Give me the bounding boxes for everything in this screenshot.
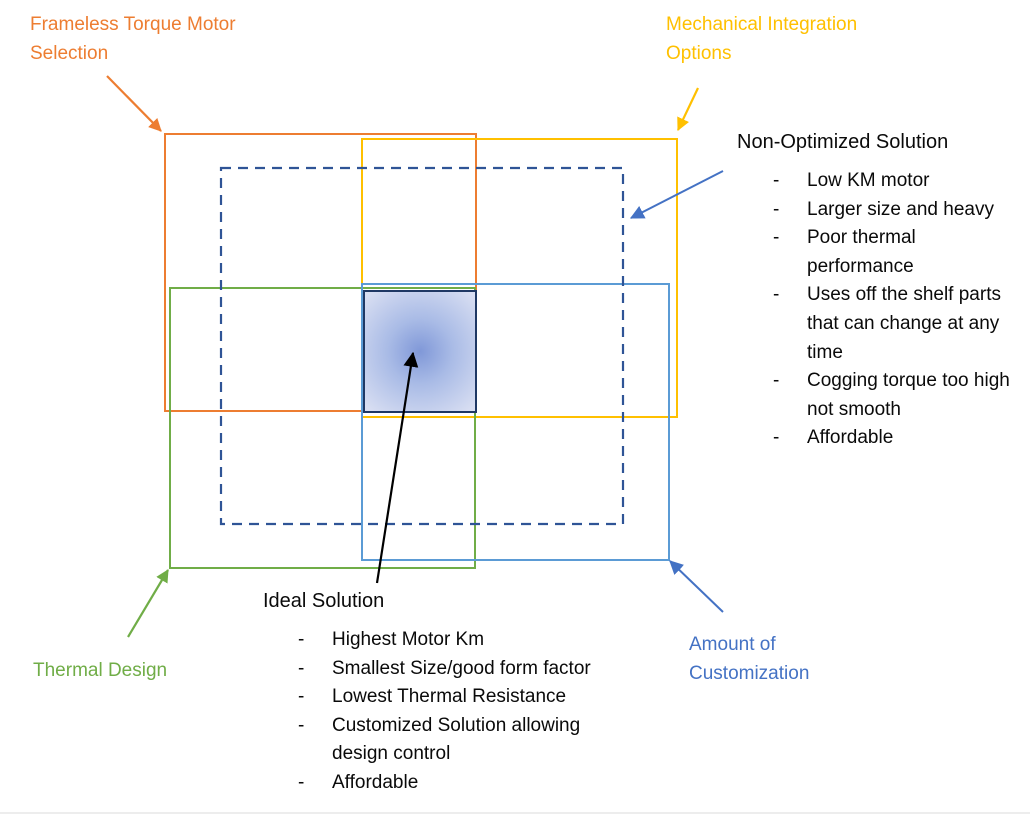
list-item: - Low KM motor — [773, 167, 1011, 196]
list-item-text: Poor thermal performance — [807, 227, 916, 277]
list-item: - Affordable — [298, 769, 628, 798]
bottom-divider — [0, 812, 1030, 814]
list-item: - Uses off the shelf parts that can chang… — [773, 281, 1011, 367]
list-item: - Lowest Thermal Resistance — [298, 683, 628, 712]
ideal-solution-list: - Highest Motor Km - Smallest Size/good fo… — [298, 626, 628, 798]
bullet-dash: - — [773, 427, 780, 449]
bullet-dash: - — [773, 198, 780, 220]
frameless-arrow — [106, 75, 162, 132]
list-item-text: Affordable — [332, 771, 419, 793]
thermal-label: Thermal Design — [33, 660, 168, 681]
bullet-dash: - — [773, 170, 780, 191]
customization-label: Amount of Customization — [689, 634, 810, 684]
bullet-dash: - — [773, 227, 780, 249]
bullet-dash: - — [773, 370, 780, 392]
mechanical-arrow — [677, 87, 699, 131]
ideal-solution-square — [363, 290, 477, 413]
list-item-text: Cogging torque too high not smooth — [807, 370, 1010, 420]
ideal-solution-title: Ideal Solution — [263, 590, 385, 612]
list-item-text: Affordable — [807, 427, 894, 449]
bullet-dash: - — [298, 714, 305, 736]
thermal-arrow — [127, 569, 169, 638]
list-item: - Larger size and heavy — [773, 196, 1011, 225]
list-item-text: Highest Motor Km — [332, 629, 485, 650]
list-item-text: Customized Solution allowing design cont… — [332, 714, 581, 765]
bullet-dash: - — [298, 771, 305, 793]
list-item-text: Larger size and heavy — [807, 198, 994, 220]
list-item: - Affordable — [773, 424, 1011, 453]
list-item-text: Low KM motor — [807, 170, 930, 191]
list-item: - Highest Motor Km — [298, 626, 628, 655]
list-item: - Smallest Size/good form factor — [298, 655, 628, 684]
bullet-dash: - — [773, 284, 780, 306]
customization-arrow — [669, 560, 724, 613]
list-item-text: Uses off the shelf parts that can change… — [807, 284, 1001, 363]
bullet-dash: - — [298, 629, 305, 650]
list-item: - Poor thermal performance — [773, 224, 1011, 281]
list-item: - Cogging torque too high not smooth — [773, 367, 1011, 424]
bullet-dash: - — [298, 657, 305, 679]
bullet-dash: - — [298, 686, 305, 708]
list-item: - Customized Solution allowing design con… — [298, 712, 628, 769]
frameless-label: Frameless Torque Motor Selection — [30, 14, 236, 64]
list-item-text: Smallest Size/good form factor — [332, 657, 591, 679]
list-item-text: Lowest Thermal Resistance — [332, 686, 567, 708]
mechanical-label: Mechanical Integration Options — [666, 14, 858, 64]
non-optimized-title: Non-Optimized Solution — [737, 131, 949, 153]
non-optimized-list: - Low KM motor - Larger size and heavy - Po… — [773, 167, 1011, 453]
